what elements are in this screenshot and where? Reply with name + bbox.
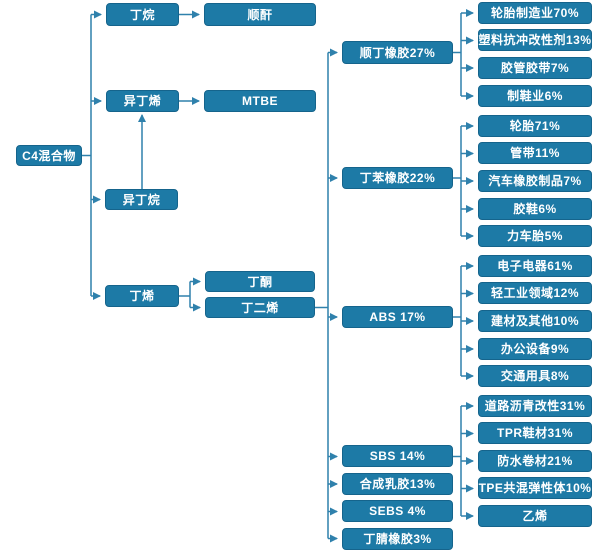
node-c4-mixture: C4混合物 [16,145,82,166]
node-transport-goods: 交通用具8% [478,365,592,387]
node-building-materials: 建材及其他10% [478,310,592,332]
edges-butadiene-spine [315,48,338,543]
node-tire-manufacturing: 轮胎制造业70% [478,2,592,24]
node-isobutane: 异丁烷 [105,189,178,210]
node-butadiene: 丁二烯 [205,297,315,318]
node-bicycle-tires: 力车胎5% [478,225,592,247]
node-tires: 轮胎71% [478,115,592,137]
node-hose-and-tape: 胶管胶带7% [478,57,592,79]
node-tpr-shoe-material: TPR鞋材31% [478,422,592,444]
edges-root-to-level2 [82,10,102,300]
node-butanone: 丁酮 [205,271,315,292]
edges-level2-to-level3 [138,10,201,312]
node-maleic-anhydride: 顺酐 [204,3,316,26]
node-auto-rubber-products: 汽车橡胶制品7% [478,170,592,192]
node-cis-polybutadiene-rubber: 顺丁橡胶27% [342,41,453,64]
node-pipe-belt: 管带11% [478,142,592,164]
edges-abs-children [453,262,474,380]
node-electronics: 电子电器61% [478,255,592,277]
node-rubber-shoes: 胶鞋6% [478,198,592,220]
node-butane: 丁烷 [106,3,179,26]
edges-sbr-children [453,122,474,240]
edges-cis-rubber-children [453,9,474,100]
node-shoemaking: 制鞋业6% [478,85,592,107]
node-plastic-impact-modifier: 塑料抗冲改性剂13% [478,29,592,51]
node-mtbe: MTBE [204,90,316,112]
node-light-industry: 轻工业领域12% [478,282,592,304]
node-isobutylene: 异丁烯 [106,90,179,112]
node-nitrile-rubber: 丁腈橡胶3% [342,528,453,550]
node-synthetic-latex: 合成乳胶13% [342,473,453,495]
node-butene: 丁烯 [105,285,179,307]
edges-sbs-children [453,402,474,520]
node-office-equipment: 办公设备9% [478,338,592,360]
node-sbs: SBS 14% [342,445,453,467]
node-styrene-butadiene-rubber: 丁苯橡胶22% [342,167,453,189]
node-tpe-blend-elastomer: TPE共混弹性体10% [478,477,592,499]
node-ethylene: 乙烯 [478,505,592,527]
node-road-asphalt-modification: 道路沥青改性31% [478,395,592,417]
node-waterproof-membrane: 防水卷材21% [478,450,592,472]
node-abs: ABS 17% [342,306,453,328]
node-sebs: SEBS 4% [342,500,453,522]
